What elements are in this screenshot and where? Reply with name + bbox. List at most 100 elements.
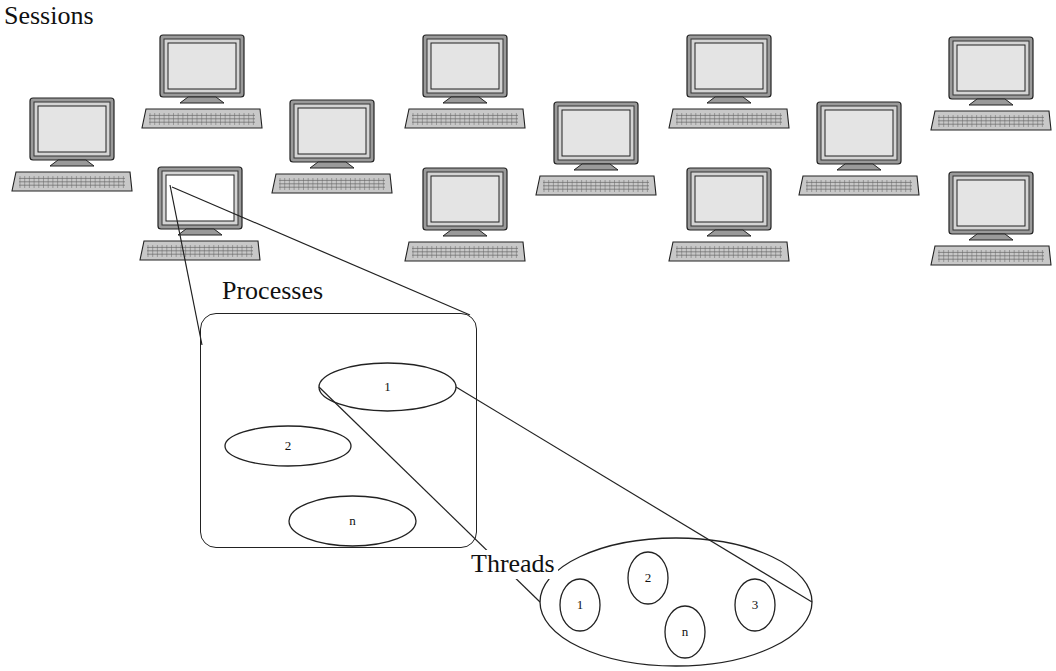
key-column: [780, 246, 781, 258]
monitor-stand: [178, 229, 222, 235]
ellipse-shape: [319, 363, 456, 411]
key-column: [57, 176, 58, 188]
key-column: [350, 178, 351, 190]
monitor-stand: [969, 99, 1013, 105]
key-column: [152, 245, 153, 257]
key-column: [948, 250, 949, 262]
monitor-frame: [290, 100, 374, 162]
monitor-bezel: [558, 106, 634, 160]
computer: [12, 98, 132, 191]
key-column: [807, 180, 808, 192]
key-column: [957, 250, 958, 262]
key-column: [464, 246, 465, 258]
key-column: [322, 178, 323, 190]
monitor-bezel: [427, 39, 503, 93]
key-column: [469, 246, 470, 258]
index-label: 1: [384, 380, 391, 394]
key-column: [114, 176, 115, 188]
key-column: [294, 178, 295, 190]
key-column: [901, 180, 902, 192]
key-column: [427, 246, 428, 258]
key-column: [164, 113, 165, 125]
key-column: [976, 250, 977, 262]
thread-circle: 1: [560, 579, 600, 631]
monitor-frame: [423, 168, 507, 230]
monitor-bezel: [691, 39, 767, 93]
key-column: [312, 178, 313, 190]
key-column: [633, 180, 634, 192]
monitor-screen: [562, 110, 630, 156]
monitor-screen: [431, 176, 499, 222]
key-column: [427, 113, 428, 125]
key-column: [201, 113, 202, 125]
zoom-line: [172, 187, 470, 315]
key-column: [218, 245, 219, 257]
computer-group: [12, 35, 1051, 265]
key-column: [192, 113, 193, 125]
key-column: [548, 180, 549, 192]
computer: [669, 35, 789, 128]
key-column: [345, 178, 346, 190]
key-column: [441, 113, 442, 125]
key-column: [123, 176, 124, 188]
key-column: [24, 176, 25, 188]
computer: [405, 168, 525, 261]
key-column: [771, 113, 772, 125]
key-column: [474, 246, 475, 258]
key-column: [478, 113, 479, 125]
computer: [931, 37, 1051, 130]
key-column: [502, 113, 503, 125]
ellipse-shape: [735, 579, 775, 631]
key-column: [248, 113, 249, 125]
monitor-stand: [443, 230, 487, 236]
process-group-box: Processes12n: [200, 313, 477, 548]
key-column: [986, 115, 987, 127]
key-column: [374, 178, 375, 190]
key-column: [953, 250, 954, 262]
key-column: [1042, 250, 1043, 262]
monitor-stand: [707, 97, 751, 103]
key-column: [609, 180, 610, 192]
monitor-frame: [687, 168, 771, 230]
key-column: [882, 180, 883, 192]
key-column: [190, 245, 191, 257]
key-column: [445, 113, 446, 125]
key-column: [1004, 250, 1005, 262]
monitor-bezel: [162, 171, 238, 225]
key-column: [775, 113, 776, 125]
key-column: [460, 113, 461, 125]
key-column: [948, 115, 949, 127]
monitor-bezel: [164, 39, 240, 93]
computer: [142, 35, 262, 128]
key-column: [180, 245, 181, 257]
keyboard: [140, 241, 260, 260]
key-column: [187, 113, 188, 125]
key-column: [150, 113, 151, 125]
key-column: [197, 113, 198, 125]
key-column: [483, 246, 484, 258]
key-column: [171, 245, 172, 257]
connector-group: [319, 387, 812, 602]
monitor-screen: [825, 110, 893, 156]
key-column: [516, 113, 517, 125]
key-column: [844, 180, 845, 192]
group-heading: Processes: [219, 277, 326, 306]
computer: [405, 35, 525, 128]
key-column: [700, 113, 701, 125]
key-column: [99, 176, 100, 188]
keyboard: [799, 176, 919, 195]
key-column: [742, 246, 743, 258]
monitor-screen: [957, 180, 1025, 226]
key-column: [413, 246, 414, 258]
key-column: [971, 250, 972, 262]
key-column: [709, 246, 710, 258]
keyboard: [405, 242, 525, 261]
thread-group-ellipse: Threads12n3: [540, 538, 812, 666]
key-column: [967, 250, 968, 262]
monitor-stand: [310, 162, 354, 168]
key-column: [854, 180, 855, 192]
key-column: [516, 246, 517, 258]
key-column: [821, 180, 822, 192]
key-column: [691, 246, 692, 258]
